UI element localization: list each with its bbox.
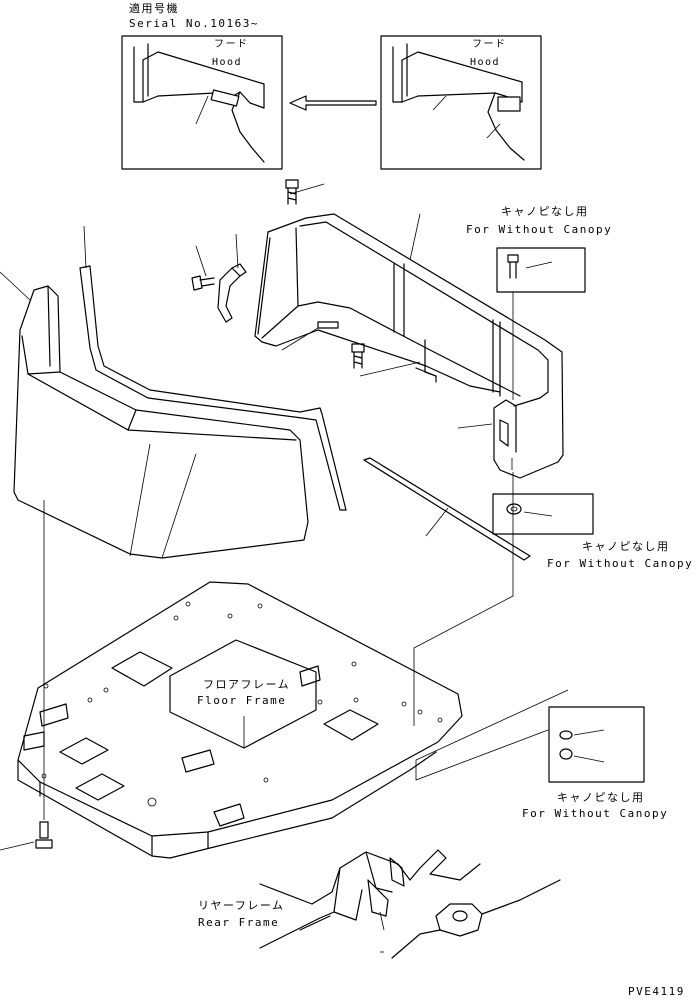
bolt-top: [285, 179, 299, 205]
leader-lines: [0, 183, 569, 851]
without-canopy-jp-3: キャノピなし用: [557, 791, 645, 804]
without-canopy-en-2: For Without Canopy: [547, 557, 694, 570]
change-arrow: [289, 95, 377, 111]
side-cover: [0, 271, 309, 559]
serial-note-en: Serial No.10163~: [129, 17, 259, 30]
without-canopy-jp-2: キャノピなし用: [582, 540, 670, 553]
floor-frame: [17, 581, 463, 859]
bolt-side: [191, 275, 215, 291]
detail-old-hood: [380, 35, 542, 170]
without-canopy-en-3: For Without Canopy: [522, 807, 669, 820]
nut-inset: [548, 706, 645, 783]
bolt-lower-left: [35, 500, 53, 849]
hood-label-jp-right: フード: [472, 39, 507, 50]
rear-frame-label-jp: リヤーフレーム: [198, 899, 285, 912]
hood-label-en-left: Hood: [212, 57, 243, 68]
without-canopy-en-1: For Without Canopy: [466, 223, 613, 236]
hood-hinge-bracket: [217, 263, 247, 323]
washer-inset: [492, 493, 594, 535]
bolt-middle: [351, 343, 365, 369]
detail-new-hood: [121, 35, 283, 170]
bolt-canopy-top: [496, 247, 586, 400]
rear-frame-label-en: Rear Frame: [198, 916, 280, 929]
hood-label-en-right: Hood: [470, 57, 501, 68]
floor-frame-label-en: Floor Frame: [197, 694, 287, 707]
hood-body: [254, 213, 564, 479]
drawing-id: PVE4119: [628, 985, 685, 998]
rear-frame: [259, 849, 561, 959]
weather-strip: [79, 225, 347, 511]
serial-note-jp: 適用号機: [129, 2, 179, 15]
without-canopy-jp-1: キャノピなし用: [501, 205, 589, 218]
rubber-strip: [363, 457, 531, 561]
hood-label-jp-left: フード: [214, 39, 249, 50]
floor-frame-label-jp: フロアフレーム: [203, 678, 291, 691]
